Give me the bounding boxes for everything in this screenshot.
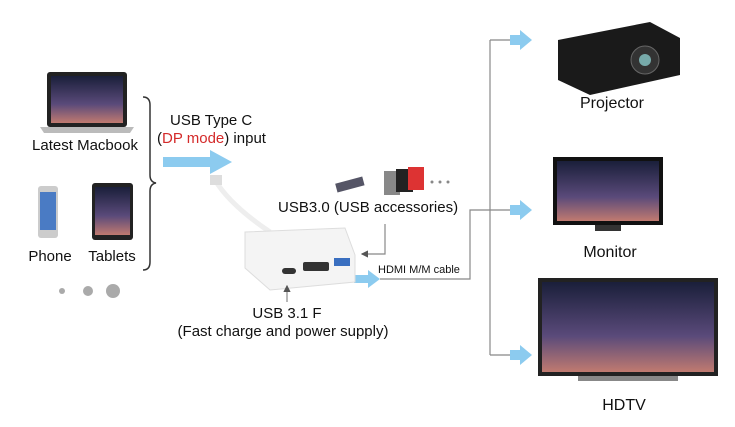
hdtv-label: HDTV	[602, 397, 646, 414]
brace	[142, 96, 157, 271]
input-arrow	[163, 150, 232, 174]
tv-image	[538, 278, 718, 381]
input-label-line1: USB Type C	[170, 112, 253, 129]
monitor-image	[553, 157, 663, 231]
phone-image	[38, 186, 58, 238]
usb3-label: USB3.0 (USB accessories)	[278, 199, 459, 216]
projector-label: Projector	[579, 95, 645, 112]
usbc-label-line1: USB 3.1 F	[252, 305, 322, 322]
usb-accessories-image	[335, 167, 450, 195]
tablets-label: Tablets	[88, 248, 136, 265]
adapter-image	[210, 175, 356, 291]
connector-lines	[283, 39, 510, 356]
input-label-line2: (DP mode) input	[157, 130, 266, 147]
phone-label: Phone	[28, 248, 72, 265]
projector-image	[558, 22, 680, 95]
macbook-label: Latest Macbook	[32, 137, 138, 154]
dp-mode-text: DP mode	[162, 130, 225, 147]
output-arrows	[510, 30, 532, 365]
input-text: ) input	[224, 130, 266, 147]
tablet-image	[92, 183, 133, 240]
hdmi-cable-label: HDMI M/M cable	[378, 264, 460, 276]
hdmi-arrow	[354, 270, 380, 288]
macbook-image	[40, 72, 134, 133]
more-devices-dots	[59, 284, 120, 298]
monitor-label: Monitor	[583, 244, 637, 261]
usbc-label-line2: (Fast charge and power supply)	[177, 323, 389, 340]
paren: (	[157, 130, 162, 147]
